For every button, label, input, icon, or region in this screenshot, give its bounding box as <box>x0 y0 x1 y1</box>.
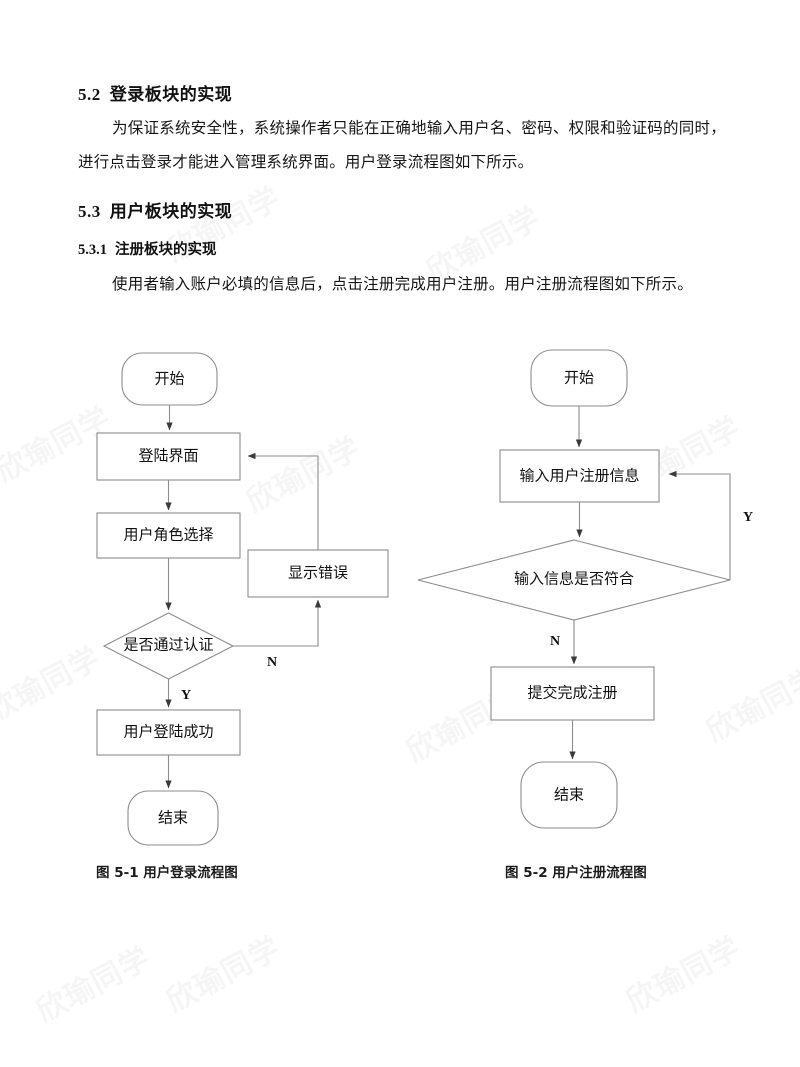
node-login-page: 登陆界面 <box>96 432 241 481</box>
node-input-register-info: 输入用户注册信息 <box>499 449 660 503</box>
node-login-decision-label: 是否通过认证 <box>123 636 213 653</box>
node-role-select-label: 用户角色选择 <box>123 526 213 543</box>
edge-decision-no <box>233 599 322 647</box>
heading-5-3: 5.3 用户板块的实现 <box>78 197 232 222</box>
watermark-text: 欣瑜同学 <box>617 923 747 1020</box>
heading-5-3-1-title: 注册板块的实现 <box>115 242 217 258</box>
edge-label-login-no: N <box>267 655 277 670</box>
node-register-end-label: 结束 <box>554 786 584 803</box>
heading-5-3-number: 5.3 <box>78 202 101 221</box>
heading-5-2: 5.2 登录板块的实现 <box>78 80 232 105</box>
flowchart-login: 开始 登陆界面 用户角色选择 是否通过认证 <box>96 352 389 846</box>
node-register-decision: 输入信息是否符合 <box>417 539 731 621</box>
paragraph-register: 使用者输入账户必填的信息后，点击注册完成用户注册。用户注册流程图如下所示。 <box>112 276 693 293</box>
flowchart-register: 开始 输入用户注册信息 输入信息是否符合 Y <box>417 349 753 829</box>
node-login-decision: 是否通过认证 <box>102 612 235 680</box>
heading-5-3-1: 5.3.1 注册板块的实现 <box>78 238 217 259</box>
node-role-select: 用户角色选择 <box>96 512 241 559</box>
node-submit-register-label: 提交完成注册 <box>527 683 617 701</box>
node-login-end: 结束 <box>127 790 219 846</box>
heading-5-3-1-number: 5.3.1 <box>78 242 107 258</box>
node-login-end-label: 结束 <box>158 809 188 826</box>
heading-5-2-title: 登录板块的实现 <box>109 85 233 104</box>
node-register-start: 开始 <box>530 349 628 407</box>
node-login-start-label: 开始 <box>154 370 184 387</box>
node-submit-register: 提交完成注册 <box>490 666 655 721</box>
node-show-error: 显示错误 <box>247 549 389 598</box>
node-register-end: 结束 <box>520 761 618 829</box>
watermark-text: 欣瑜同学 <box>27 933 157 1030</box>
watermark-text: 欣瑜同学 <box>157 923 287 1020</box>
edge-label-register-no: N <box>550 634 560 649</box>
node-input-register-info-label: 输入用户注册信息 <box>519 467 639 484</box>
edge-label-login-yes: Y <box>181 688 191 703</box>
flowchart-area: 开始 登陆界面 用户角色选择 是否通过认证 <box>0 330 800 890</box>
edge-error-to-loginpage <box>247 452 319 550</box>
heading-5-3-title: 用户板块的实现 <box>109 202 233 221</box>
node-login-page-label: 登陆界面 <box>138 447 198 464</box>
node-login-success-label: 用户登陆成功 <box>123 723 213 740</box>
node-register-start-label: 开始 <box>564 369 594 386</box>
figure-caption-5-2: 图 5-2 用户注册流程图 <box>505 865 647 881</box>
node-login-success: 用户登陆成功 <box>96 709 241 756</box>
heading-5-2-number: 5.2 <box>78 85 101 104</box>
edge-register-yes <box>668 470 731 580</box>
paragraph-login: 为保证系统安全性，系统操作者只能在正确地输入用户名、密码、权限和验证码的同时，进… <box>78 120 726 171</box>
edge-label-register-yes: Y <box>743 510 753 525</box>
node-show-error-label: 显示错误 <box>288 564 348 581</box>
figure-caption-5-1: 图 5-1 用户登录流程图 <box>96 865 238 881</box>
node-login-start: 开始 <box>121 352 218 406</box>
node-register-decision-label: 输入信息是否符合 <box>514 570 634 587</box>
